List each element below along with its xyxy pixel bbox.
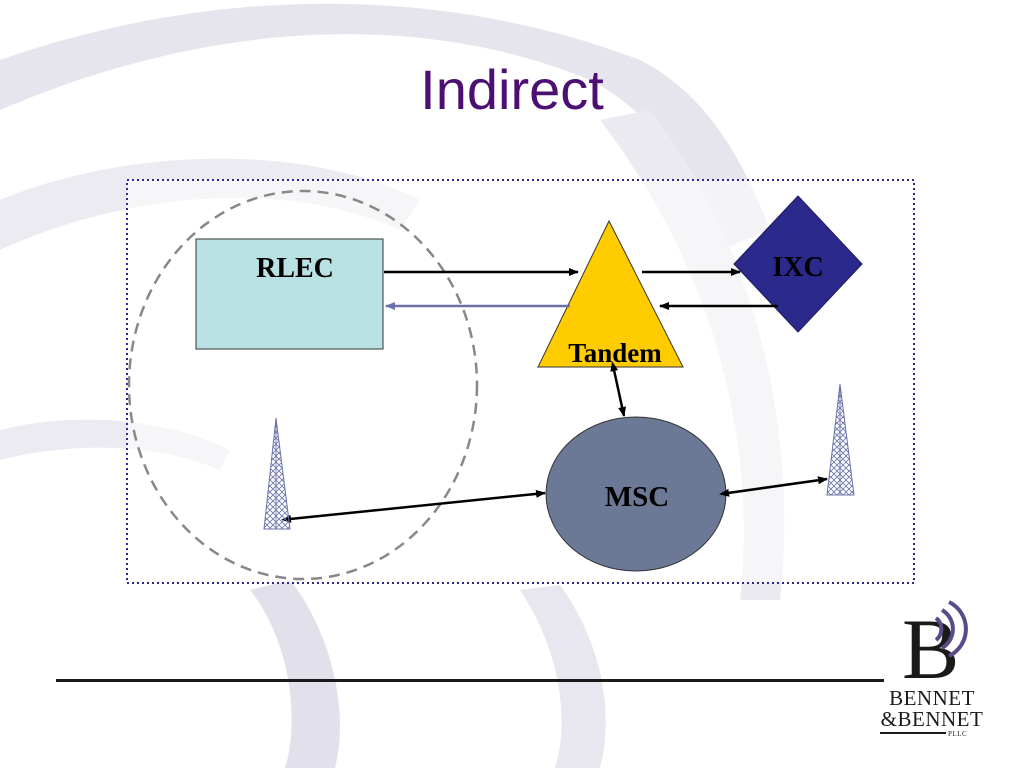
slide-title: Indirect [420,58,604,121]
footer-rule [56,679,884,682]
tandem-label: Tandem [568,338,662,368]
cell-tower-right-icon [826,383,855,496]
logo-line-1: BENNET [889,686,975,710]
rlec-box [195,238,384,350]
logo-suffix: PLLC [948,730,968,738]
ixc-label: IXC [772,252,823,283]
arrow-msc-tower-right [719,476,828,497]
rlec-coverage-circle [127,189,479,581]
arrow-tandem-msc [610,361,626,417]
msc-label: MSC [605,481,669,513]
ixc-diamond [733,195,863,333]
rlec-label: RLEC [256,253,334,284]
cell-tower-left-icon [263,417,291,530]
svg-text:B: B [902,601,959,697]
logo-line-2: &BENNET [880,707,984,731]
arrow-tower-left-msc [281,489,546,523]
logo-underline [880,732,946,734]
bennet-logo-mark: B [902,600,968,697]
